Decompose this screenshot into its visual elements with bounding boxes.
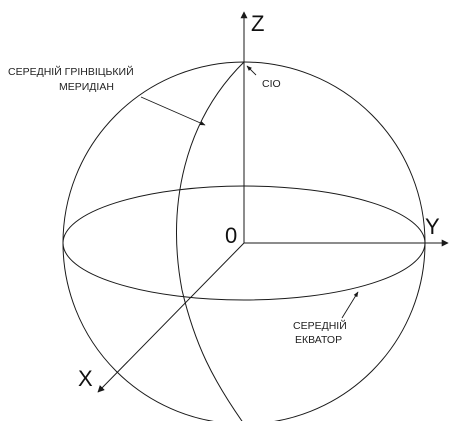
x-axis: [97, 242, 245, 393]
equator-label-line1: СЕРЕДНІЙ: [293, 319, 347, 332]
cio-label: CIO: [262, 78, 281, 90]
y-axis-label: Y: [425, 214, 440, 239]
z-axis-label: Z: [251, 11, 264, 36]
meridian-label-line2: МЕРИДІАН: [59, 81, 114, 93]
origin-label: 0: [225, 223, 237, 248]
mean-greenwich-meridian: [176, 61, 245, 421]
cio-leader-line: [246, 65, 257, 76]
equator-leader-line: [341, 291, 359, 319]
x-axis-label: X: [78, 366, 93, 391]
equator-label-line2: ЕКВАТОР: [295, 334, 342, 346]
meridian-label-line1: СЕРЕДНІЙ ГРІНВІЦЬКИЙ: [8, 65, 134, 78]
meridian-leader-line: [140, 96, 206, 126]
